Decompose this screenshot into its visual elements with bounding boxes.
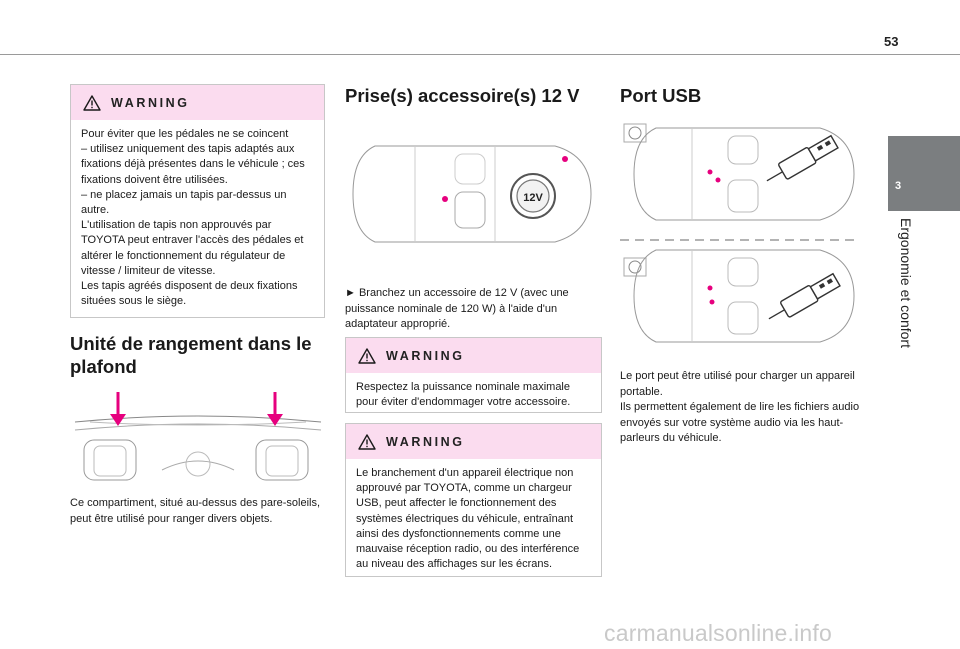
header-rule: [0, 54, 960, 55]
warning-title: WARNING: [111, 95, 190, 110]
heading-storage: Unité de rangement dans le plafond: [70, 333, 312, 377]
warning-header: WARNING: [346, 424, 601, 459]
usb-port-illustration: [620, 123, 860, 343]
warning-line: Les tapis agréés disposent de deux fixat…: [81, 280, 298, 308]
warning-line: Pour éviter que les pédales ne se coince…: [81, 128, 289, 140]
warning-body: Respectez la puissance nominale maximale…: [346, 373, 601, 418]
accessory-instruction: ► Branchez un accessoire de 12 V (avec u…: [345, 287, 569, 330]
warning-triangle-icon: [358, 433, 376, 450]
warning-box-usb-devices: WARNING Le branchement d'un appareil éle…: [345, 423, 602, 577]
ceiling-storage-illustration: [74, 392, 322, 481]
warning-box-mats: WARNING Pour éviter que les pédales ne s…: [70, 84, 325, 318]
warning-body: Le branchement d'un appareil électrique …: [346, 459, 601, 580]
usb-line: Le port peut être utilisé pour charger u…: [620, 370, 855, 398]
warning-title: WARNING: [386, 434, 465, 449]
heading-accessory-socket: Prise(s) accessoire(s) 12 V: [345, 85, 580, 106]
usb-plug-icon: [766, 134, 839, 182]
warning-title: WARNING: [386, 348, 465, 363]
socket-label: 12V: [523, 192, 543, 204]
watermark: carmanualsonline.info: [604, 620, 832, 646]
heading-usb-port: Port USB: [620, 85, 702, 106]
chapter-number: 3: [895, 180, 902, 192]
usb-description: Le port peut être utilisé pour charger u…: [620, 369, 878, 447]
warning-line: L'utilisation de tapis non approuvés par…: [81, 219, 304, 277]
usb-plug-icon: [768, 272, 841, 320]
accessory-socket-illustration: 12V: [352, 145, 592, 243]
warning-triangle-icon: [358, 347, 376, 364]
warning-header: WARNING: [346, 338, 601, 373]
warning-line: Respectez la puissance nominale maximale…: [356, 381, 571, 409]
warning-body: Pour éviter que les pédales ne se coince…: [71, 120, 324, 317]
chapter-tab[interactable]: [888, 136, 960, 211]
warning-box-power: WARNING Respectez la puissance nominale …: [345, 337, 602, 413]
warning-line: Le branchement d'un appareil électrique …: [356, 467, 580, 571]
warning-line: – utilisez uniquement des tapis adaptés …: [81, 143, 305, 186]
usb-line: Ils permettent également de lire les fic…: [620, 401, 860, 444]
warning-header: WARNING: [71, 85, 324, 120]
page-number: 53: [884, 34, 899, 49]
storage-description: Ce compartiment, situé au-dessus des par…: [70, 497, 321, 525]
chapter-title: Ergonomie et confort: [898, 218, 914, 348]
warning-line: – ne placez jamais un tapis par-dessus u…: [81, 188, 287, 217]
warning-triangle-icon: [83, 94, 101, 111]
